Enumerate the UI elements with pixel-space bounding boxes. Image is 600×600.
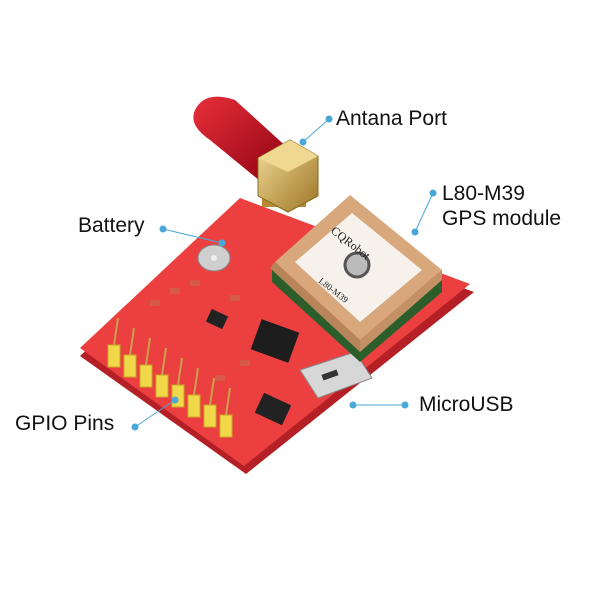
leader-lines bbox=[131, 115, 437, 431]
battery-icon bbox=[197, 244, 231, 272]
microusb-port-icon bbox=[299, 351, 373, 399]
label-microusb: MicroUSB bbox=[419, 393, 514, 416]
gps-module-icon: CQRobot L80-M39 bbox=[270, 195, 442, 362]
label-gps-module: GPS module bbox=[442, 207, 562, 230]
label-antenna-port: Antana Port bbox=[336, 107, 447, 130]
regulator-icon bbox=[254, 392, 292, 426]
antenna-icon bbox=[193, 96, 319, 213]
small-ic-icon bbox=[205, 308, 229, 330]
label-gpio-pins: GPIO Pins bbox=[15, 412, 115, 435]
chip-icon bbox=[250, 319, 300, 363]
label-gps-model: L80-M39 bbox=[442, 182, 525, 205]
label-battery: Battery bbox=[78, 214, 145, 237]
